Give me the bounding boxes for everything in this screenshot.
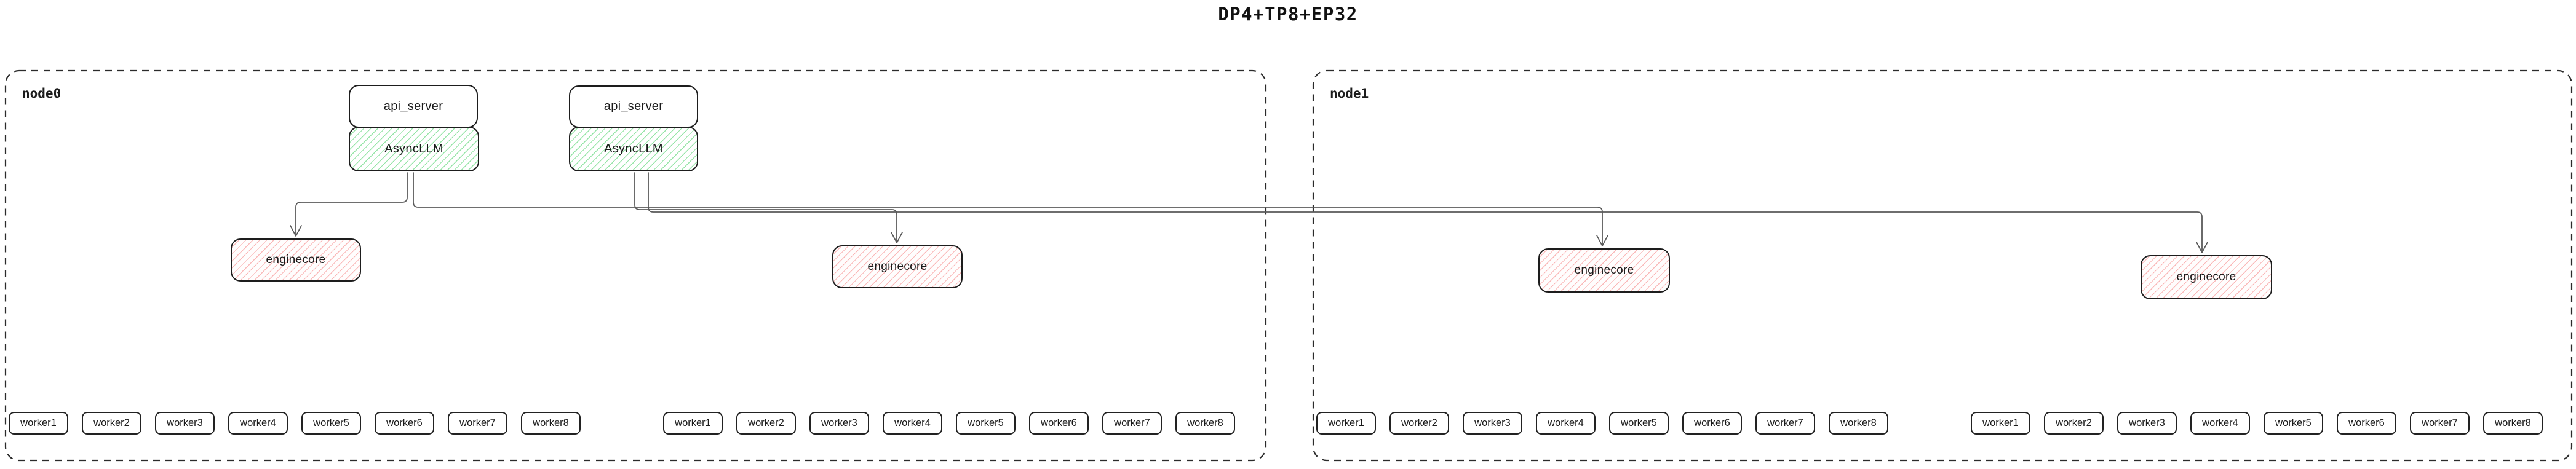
worker-box: worker7 (1102, 412, 1162, 435)
worker-box: worker8 (1175, 412, 1235, 435)
edge-asyncllm1-enginecore1 (295, 172, 408, 235)
worker-box: worker5 (301, 412, 361, 435)
worker-box: worker1 (1971, 412, 2030, 435)
enginecore-box-2: enginecore (832, 245, 963, 288)
worker-box: worker4 (883, 412, 942, 435)
arrowhead-icon (2196, 242, 2208, 253)
worker-box: worker6 (375, 412, 434, 435)
node1-worker-group-1: worker1 worker2 worker3 worker4 worker5 worke… (1316, 412, 1888, 435)
api-server-box-1: api_server (349, 85, 478, 128)
worker-box: worker7 (2410, 412, 2470, 435)
worker-box: worker6 (2337, 412, 2396, 435)
node1-boundary (1312, 69, 2573, 462)
worker-box: worker8 (1829, 412, 1888, 435)
worker-box: worker2 (2044, 412, 2104, 435)
worker-box: worker5 (1609, 412, 1669, 435)
edge-asyncllm2-enginecore2 (634, 172, 897, 242)
node0-worker-group-2: worker1 worker2 worker3 worker4 worker5 worke… (663, 412, 1235, 435)
worker-box: worker4 (1536, 412, 1596, 435)
arrowhead-icon (1596, 235, 1608, 246)
worker-box: worker2 (736, 412, 796, 435)
worker-box: worker5 (956, 412, 1016, 435)
arrowhead-icon (290, 225, 302, 237)
worker-box: worker3 (809, 412, 869, 435)
worker-box: worker1 (663, 412, 723, 435)
worker-box: worker5 (2264, 412, 2323, 435)
worker-box: worker2 (1389, 412, 1449, 435)
worker-box: worker3 (155, 412, 215, 435)
diagram-title: DP4+TP8+EP32 (1218, 4, 1358, 25)
enginecore-box-4: enginecore (2141, 255, 2272, 299)
arrowhead-icon (891, 232, 903, 243)
enginecore-box-1: enginecore (231, 238, 361, 282)
asyncllm-box-2: AsyncLLM (569, 127, 698, 171)
enginecore-box-3: enginecore (1538, 248, 1670, 293)
node0-worker-group-1: worker1 worker2 worker3 worker4 worker5 worke… (9, 412, 581, 435)
node1-worker-group-2: worker1 worker2 worker3 worker4 worker5 worke… (1971, 412, 2543, 435)
worker-box: worker3 (1463, 412, 1522, 435)
worker-box: worker7 (448, 412, 507, 435)
worker-box: worker1 (1316, 412, 1376, 435)
worker-box: worker8 (2483, 412, 2543, 435)
worker-box: worker8 (521, 412, 581, 435)
worker-box: worker3 (2117, 412, 2177, 435)
worker-box: worker4 (228, 412, 288, 435)
api-server-box-2: api_server (569, 85, 698, 128)
asyncllm-box-1: AsyncLLM (349, 127, 479, 171)
node1-label: node1 (1330, 86, 1369, 101)
node0-label: node0 (22, 86, 62, 101)
worker-box: worker2 (82, 412, 141, 435)
worker-box: worker4 (2190, 412, 2250, 435)
edge-asyncllm1-enginecore3 (413, 172, 1603, 245)
edge-asyncllm2-enginecore4 (648, 172, 2203, 252)
worker-box: worker6 (1682, 412, 1742, 435)
worker-box: worker6 (1029, 412, 1089, 435)
worker-box: worker1 (9, 412, 68, 435)
worker-box: worker7 (1755, 412, 1815, 435)
